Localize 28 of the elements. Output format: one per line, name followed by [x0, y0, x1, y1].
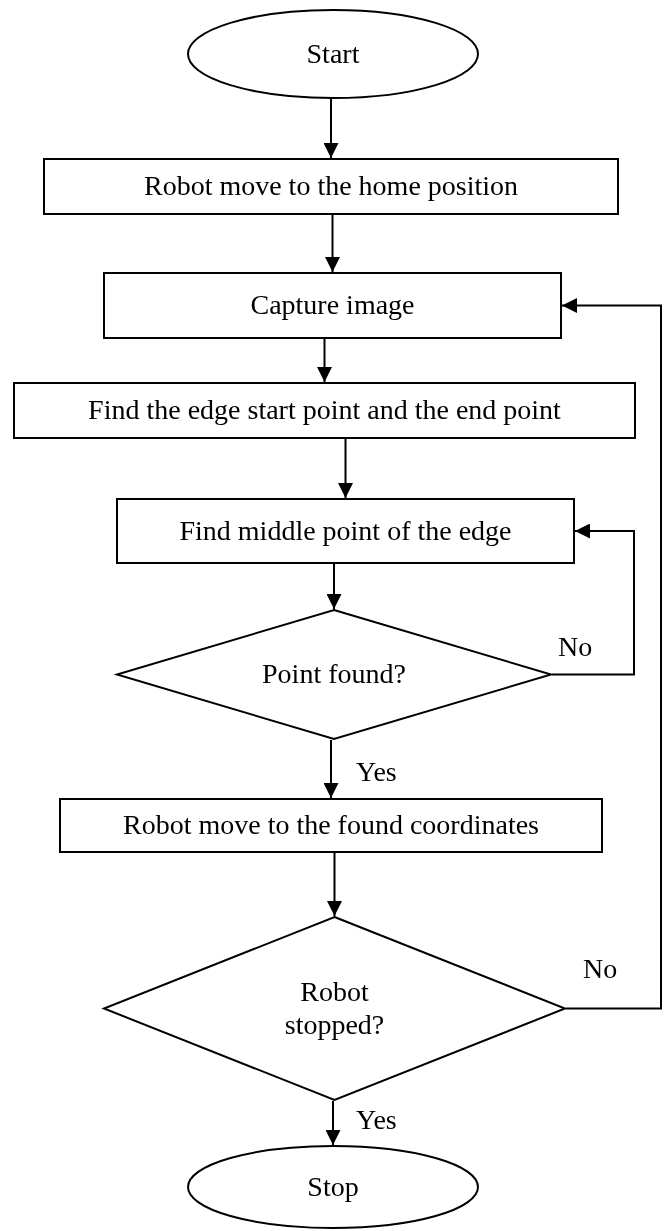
- node-text: Find the edge start point and the end point: [88, 394, 561, 427]
- process-box: [43, 158, 619, 215]
- arrow: [326, 563, 342, 610]
- decision-diamond: [116, 609, 552, 740]
- arrow: [327, 852, 342, 917]
- node-text: Robot stopped?: [283, 976, 386, 1041]
- arrow: [561, 298, 662, 1010]
- process-box: [13, 382, 636, 439]
- node-text: Stop: [307, 1170, 359, 1204]
- node-text: Point found?: [262, 658, 406, 691]
- node-text: Start: [306, 37, 360, 71]
- arrow: [317, 338, 332, 383]
- arrow: [338, 438, 353, 499]
- node-text: Capture image: [250, 289, 415, 322]
- node-text: Find middle point of the edge: [179, 514, 512, 548]
- arrow: [325, 1100, 341, 1146]
- arrow: [325, 214, 340, 273]
- node-text: Robot move to the found coordinates: [122, 809, 539, 842]
- arrow: [323, 98, 339, 159]
- terminal-ellipse: [187, 9, 479, 99]
- arrow: [323, 739, 339, 799]
- decision-diamond: [103, 916, 566, 1101]
- node-text: Robot move to the home position: [143, 170, 519, 203]
- process-box: [116, 498, 575, 564]
- process-box: [59, 798, 603, 853]
- process-box: [103, 272, 562, 339]
- terminal-ellipse: [187, 1145, 479, 1229]
- arrow: [551, 523, 635, 676]
